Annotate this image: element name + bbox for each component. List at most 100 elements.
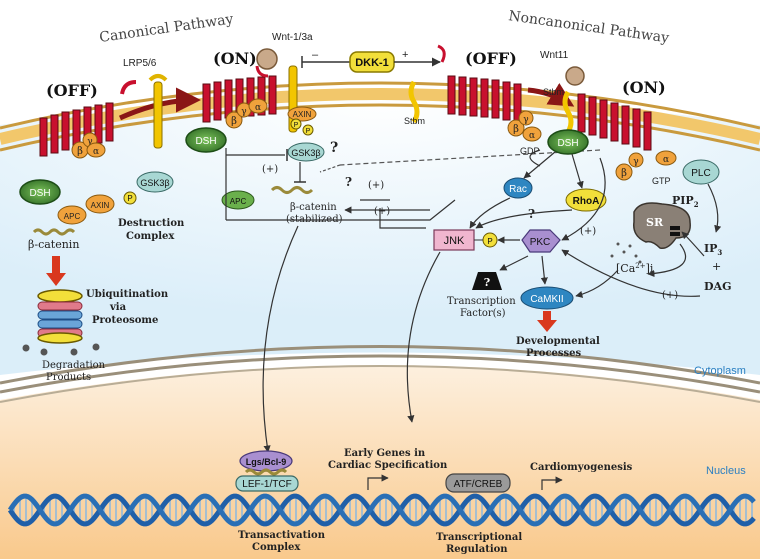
ip3-to-sr-arrow xyxy=(681,231,705,257)
wnt13a-ligand xyxy=(256,48,278,70)
gsk3b-on xyxy=(287,142,325,162)
galpha-nc-off-label: α xyxy=(529,131,535,141)
pkc-label: PKC xyxy=(530,237,551,248)
dkk1-label: DKK-1 xyxy=(355,57,389,69)
dsh-canonical-off xyxy=(19,179,61,205)
wnt11-label: Wnt11 xyxy=(540,50,569,61)
phospho-on-2-label: P xyxy=(306,128,311,135)
sr-channel-1 xyxy=(670,226,680,230)
lgs-label: Lgs/Bcl-9 xyxy=(246,457,287,467)
lef1-tcf-protein xyxy=(235,475,299,492)
gbeta-on xyxy=(225,111,243,129)
sr-to-calcium-arrow xyxy=(647,243,686,278)
pip2-label: PIP2 xyxy=(672,194,699,209)
transact-label-1: Transactivation xyxy=(238,530,326,541)
lrp56-label: LRP5/6 xyxy=(123,58,157,69)
ggamma-off-label: γ xyxy=(87,137,92,147)
tf-question: ? xyxy=(484,276,490,289)
jnk-phospho-label: P xyxy=(487,237,492,246)
gbeta-nc-off-label: β xyxy=(513,124,519,135)
rhoa-label: RhoA xyxy=(573,196,600,207)
rhoa-to-jnk-arrow xyxy=(475,209,573,229)
dsh-noncanonical xyxy=(547,129,589,155)
dev-label-1: Developmental xyxy=(516,336,600,347)
wnt13a-label: Wnt-1/3a xyxy=(272,32,313,43)
nuclear-envelope-inner xyxy=(0,354,760,394)
transcription-factor-shape xyxy=(472,272,502,290)
sr-label: SR xyxy=(646,216,664,229)
galpha-off-label: α xyxy=(93,147,99,157)
degradation-label-2: Products xyxy=(46,372,91,383)
early-genes-arrow xyxy=(367,474,389,490)
canonical-on-label: (ON) xyxy=(213,49,257,68)
beta-catenin-off-label: β-catenin xyxy=(28,238,79,251)
dev-label-2: Processes xyxy=(526,348,582,359)
destruction-label-1: Destruction xyxy=(118,218,185,229)
proteasome xyxy=(37,289,83,344)
galpha-on-label: α xyxy=(255,103,261,113)
stbm-label-2: Stbm xyxy=(543,87,564,97)
atf-label: ATF/CREB xyxy=(454,479,503,490)
cardio-label: Cardiomyogenesis xyxy=(530,462,633,473)
stbm-receptor-1 xyxy=(408,80,420,124)
phospho-on-1 xyxy=(290,118,302,130)
frizzled-receptor-canonical-on xyxy=(202,75,277,123)
calcium-dots xyxy=(610,242,642,264)
transreg-label-1: Transcriptional xyxy=(436,532,522,543)
apc-off xyxy=(57,205,87,225)
apc-off-label: APC xyxy=(64,212,81,221)
gsk3b-off-label: GSK3β xyxy=(140,178,169,188)
question-2: ? xyxy=(345,175,352,189)
cytoplasm-region xyxy=(0,97,760,375)
lef-label: LEF-1/TCF xyxy=(242,479,291,490)
stbm-label-1: Stbm xyxy=(404,116,425,126)
plus-label-2: (+) xyxy=(368,180,384,191)
plus-label-4: (+) xyxy=(580,226,596,237)
sr-channel-2 xyxy=(670,232,680,236)
dsh-feedback-loop xyxy=(226,199,456,221)
plus-label-3: (+) xyxy=(374,206,390,217)
rac-to-jnk-arrow xyxy=(469,197,511,229)
plc-enzyme xyxy=(682,159,720,185)
rac-protein xyxy=(503,177,533,199)
plus-sign-ip3: + xyxy=(712,260,721,273)
canonical-off-label: (OFF) xyxy=(46,81,98,100)
nuclear-envelope-edge xyxy=(0,365,760,403)
calcium-to-camkii-arrow xyxy=(575,269,619,298)
pkc-hex xyxy=(521,229,561,253)
stbm-receptor-2 xyxy=(562,90,574,134)
beta-catenin-chain-stabilized xyxy=(270,186,314,194)
tf-label-2: Factor(s) xyxy=(460,308,506,319)
sarcoplasmic-reticulum xyxy=(633,202,691,250)
camkii-label: CaMKII xyxy=(530,294,563,305)
jnk-label: JNK xyxy=(444,235,465,247)
wnt11-ligand xyxy=(565,66,585,86)
wnt-ligand-free-2 xyxy=(437,44,446,63)
catenin-to-nucleus-arrow xyxy=(262,225,299,453)
galpha-off xyxy=(86,142,106,158)
cytoplasm-label: Cytoplasm xyxy=(694,365,746,377)
degradation-label-1: Degradation xyxy=(42,360,106,371)
noncanonical-title: Noncanonical Pathway xyxy=(507,8,670,46)
plus-label-5: (+) xyxy=(662,290,678,301)
transact-label-2: Complex xyxy=(252,542,301,553)
ggamma-nc-off-label: γ xyxy=(523,115,528,125)
ggamma-nc-off xyxy=(518,110,534,126)
ubiq-label-1: Ubiquitination xyxy=(86,289,169,300)
camkii-red-arrow-head xyxy=(537,320,557,332)
apc-on-label: APC xyxy=(230,197,247,206)
frizzled-receptor-noncanonical-on xyxy=(577,93,652,151)
phospho-off-label: P xyxy=(127,194,132,203)
pkc-to-camkii-arrow xyxy=(540,255,548,285)
dsh-canonical-on xyxy=(185,127,227,153)
lrp56-head xyxy=(148,74,168,82)
question-gsk3b: ? xyxy=(330,140,338,156)
gbeta-nc-on-label: β xyxy=(621,168,627,179)
plc-label: PLC xyxy=(691,168,710,179)
ip3-label: IP3 xyxy=(704,242,722,257)
dag-to-pkc-arrow xyxy=(561,249,701,297)
dkk1-minus: – xyxy=(312,49,319,61)
cardio-arrow xyxy=(541,476,563,490)
beta-catenin-nuclear xyxy=(244,468,288,476)
dsh-to-pkc-arrow xyxy=(561,157,606,241)
